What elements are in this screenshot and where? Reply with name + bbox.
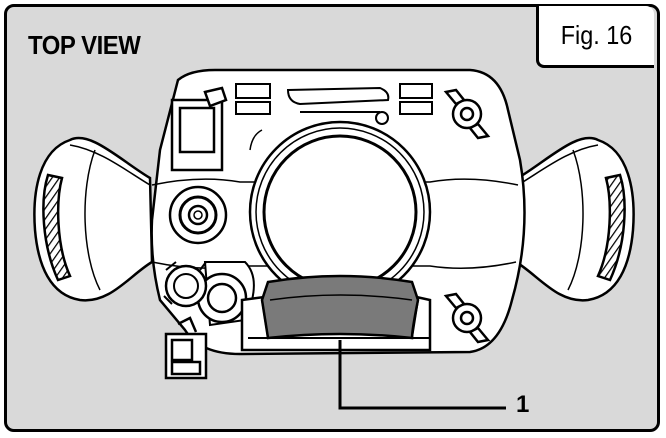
part-1-chip-guard: [240, 274, 432, 352]
depth-knob-upper: [168, 185, 228, 245]
callout-1-leader: [338, 340, 506, 410]
right-handle: [514, 136, 635, 302]
figure-label: Fig. 16: [560, 20, 633, 50]
wing-nut-top: [443, 88, 491, 140]
lock-switch: [164, 316, 208, 380]
left-control-block: [170, 86, 228, 172]
callout-1-label: 1: [516, 391, 530, 418]
view-title: TOP VIEW: [28, 30, 141, 60]
motor-housing-opening: [248, 120, 432, 304]
left-handle: [33, 136, 154, 302]
top-vent-slots: [235, 83, 433, 125]
wing-nut-bottom: [443, 292, 491, 344]
figure-label-box: Fig. 16: [536, 6, 654, 68]
